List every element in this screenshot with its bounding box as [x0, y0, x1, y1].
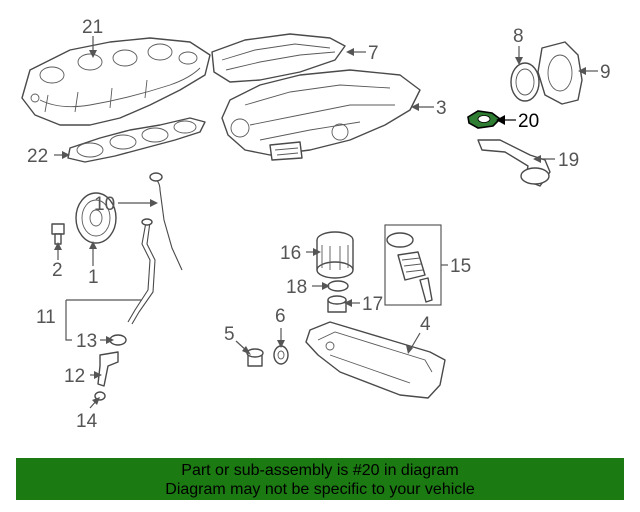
part-5-drain-plug[interactable]	[246, 348, 264, 367]
part-21-intake-manifold[interactable]	[21, 37, 211, 126]
part-16-filter-cap[interactable]	[316, 231, 354, 279]
part-4-oil-pan[interactable]	[305, 321, 446, 399]
banner-line-2: Diagram may not be specific to your vehi…	[165, 481, 475, 498]
callout-13: 13	[76, 331, 97, 352]
part-9-seal-retainer[interactable]	[537, 41, 583, 105]
callout-12: 12	[64, 366, 85, 387]
part-22-intake-gasket[interactable]	[67, 117, 206, 163]
callout-8: 8	[513, 26, 524, 47]
callout-19: 19	[558, 150, 579, 171]
part-8-oil-seal[interactable]	[510, 62, 540, 102]
callout-16: 16	[280, 243, 301, 264]
part-2-bolt[interactable]	[51, 223, 65, 245]
callout-11: 11	[36, 307, 56, 328]
part-18-o-ring[interactable]	[327, 280, 349, 292]
part-11-dipstick-tube[interactable]	[127, 218, 156, 325]
callout-2: 2	[52, 260, 63, 281]
part-7-gasket[interactable]	[211, 33, 346, 83]
callout-9: 9	[600, 62, 611, 83]
callout-17: 17	[362, 294, 383, 315]
callout-5: 5	[224, 324, 235, 345]
callout-1: 1	[88, 267, 99, 288]
part-19-oil-strainer[interactable]	[477, 139, 551, 187]
part-10-dipstick[interactable]	[149, 172, 183, 271]
part-20-gasket-highlighted[interactable]	[467, 110, 502, 129]
part-3-oil-pan-upper[interactable]	[221, 69, 421, 161]
part-12-dipstick-guide[interactable]	[97, 351, 119, 387]
part-1-crank-pulley[interactable]	[75, 192, 117, 244]
callout-18: 18	[286, 277, 307, 298]
callout-7: 7	[368, 43, 379, 64]
leader-arrowheads	[54, 48, 586, 405]
callout-3: 3	[436, 98, 447, 119]
callout-15: 15	[450, 256, 471, 277]
banner-line-1: Part or sub-assembly is #20 in diagram	[181, 462, 459, 479]
callout-20-highlighted: 20	[518, 111, 539, 132]
part-17-plug[interactable]	[327, 295, 347, 313]
callout-4: 4	[420, 314, 431, 335]
callout-22: 22	[27, 146, 48, 167]
part-15-filter-element[interactable]	[384, 224, 442, 306]
callout-6: 6	[275, 306, 286, 327]
callout-10: 10	[94, 194, 115, 215]
callout-21: 21	[82, 17, 103, 38]
callout-14: 14	[76, 411, 98, 432]
part-6-gasket[interactable]	[273, 345, 289, 365]
info-banner: Part or sub-assembly is #20 in diagram D…	[16, 458, 624, 500]
callout-labels: 21 22 7 3 8 9 20 19 10 1 2 16 18 17 15 1…	[27, 17, 611, 432]
